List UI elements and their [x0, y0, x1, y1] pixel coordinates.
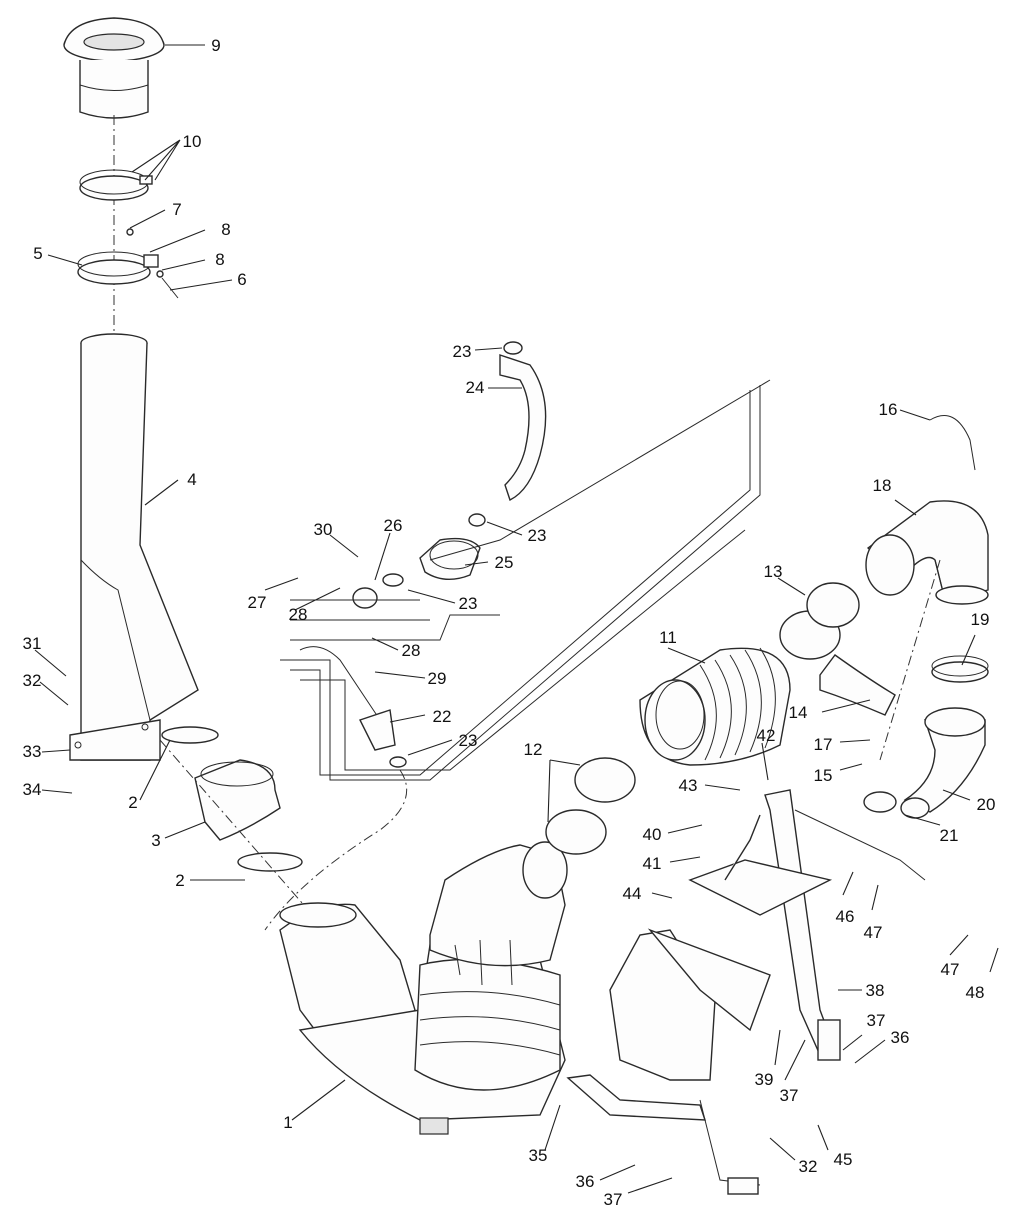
clamp-lower-part	[77, 228, 179, 299]
callout-labels: 9 10 7 8 5 8 6 4 31 32 33 34 2 3 2 23 24…	[23, 36, 996, 1209]
callout-23: 23	[453, 342, 472, 361]
callout-40: 40	[643, 825, 662, 844]
callout-21: 21	[940, 826, 959, 845]
callout-19: 19	[971, 610, 990, 629]
rain-cap-part	[63, 17, 165, 119]
callout-45: 45	[834, 1150, 853, 1169]
callout-8b: 8	[215, 250, 224, 269]
callout-37c: 37	[604, 1190, 623, 1209]
callout-25: 25	[495, 553, 514, 572]
callout-18: 18	[873, 476, 892, 495]
coupler-part	[161, 726, 303, 872]
callout-2b: 2	[175, 871, 184, 890]
callout-31: 31	[23, 634, 42, 653]
callout-34: 34	[23, 780, 42, 799]
callout-32: 32	[23, 671, 42, 690]
air-cleaner-assembly-part	[279, 841, 568, 1135]
callout-29: 29	[428, 669, 447, 688]
bellows-part	[639, 647, 791, 766]
leader-lines	[34, 44, 999, 1194]
clamp-upper-part	[79, 169, 153, 201]
callout-10: 10	[183, 132, 202, 151]
callout-47b: 47	[941, 960, 960, 979]
callout-43: 43	[679, 776, 698, 795]
precleaner-part	[352, 537, 481, 609]
callout-28: 28	[289, 605, 308, 624]
callout-12: 12	[524, 740, 543, 759]
support-frame-part	[566, 928, 771, 1195]
callout-38: 38	[866, 981, 885, 1000]
callout-13: 13	[764, 562, 783, 581]
callout-11: 11	[659, 628, 677, 647]
elbow-lower-part	[863, 707, 986, 819]
callout-4: 4	[187, 470, 196, 489]
bracket-14-part	[819, 654, 896, 716]
callout-46: 46	[836, 907, 855, 926]
callout-20: 20	[977, 795, 996, 814]
clamps-12-13-part	[545, 582, 860, 855]
callout-30: 30	[314, 520, 333, 539]
aspirator-tube-part	[264, 646, 408, 931]
callout-17: 17	[814, 735, 833, 754]
callout-33: 33	[23, 742, 42, 761]
callout-23b: 23	[528, 526, 547, 545]
callout-23c: 23	[459, 594, 478, 613]
callout-8: 8	[221, 220, 230, 239]
callout-37: 37	[867, 1011, 886, 1030]
callout-7: 7	[172, 200, 181, 219]
callout-27: 27	[248, 593, 267, 612]
callout-41: 41	[643, 854, 662, 873]
callout-28b: 28	[402, 641, 421, 660]
callout-24: 24	[466, 378, 485, 397]
callout-47: 47	[864, 923, 883, 942]
callout-48: 48	[966, 983, 985, 1002]
callout-37b: 37	[780, 1086, 799, 1105]
callout-14: 14	[789, 703, 808, 722]
callout-26: 26	[384, 516, 403, 535]
callout-15: 15	[814, 766, 833, 785]
callout-42: 42	[757, 726, 776, 745]
mounting-bracket-part	[688, 789, 926, 1061]
callout-1: 1	[283, 1113, 292, 1132]
callout-35: 35	[529, 1146, 548, 1165]
hose-part	[468, 341, 547, 527]
callout-39: 39	[755, 1070, 774, 1089]
callout-3: 3	[151, 831, 160, 850]
callout-5: 5	[33, 244, 42, 263]
callout-44: 44	[623, 884, 642, 903]
callout-2: 2	[128, 793, 137, 812]
callout-6: 6	[237, 270, 246, 289]
callout-16: 16	[879, 400, 898, 419]
elbow-upper-part	[865, 415, 989, 605]
callout-36: 36	[891, 1028, 910, 1047]
exhaust-pipe-part	[69, 333, 199, 761]
callout-22: 22	[433, 707, 452, 726]
callout-32b: 32	[799, 1157, 818, 1176]
clamp-19-part	[931, 655, 989, 683]
callout-36b: 36	[576, 1172, 595, 1191]
callout-23d: 23	[459, 731, 478, 750]
callout-9: 9	[211, 36, 220, 55]
routing-guides	[280, 379, 771, 781]
